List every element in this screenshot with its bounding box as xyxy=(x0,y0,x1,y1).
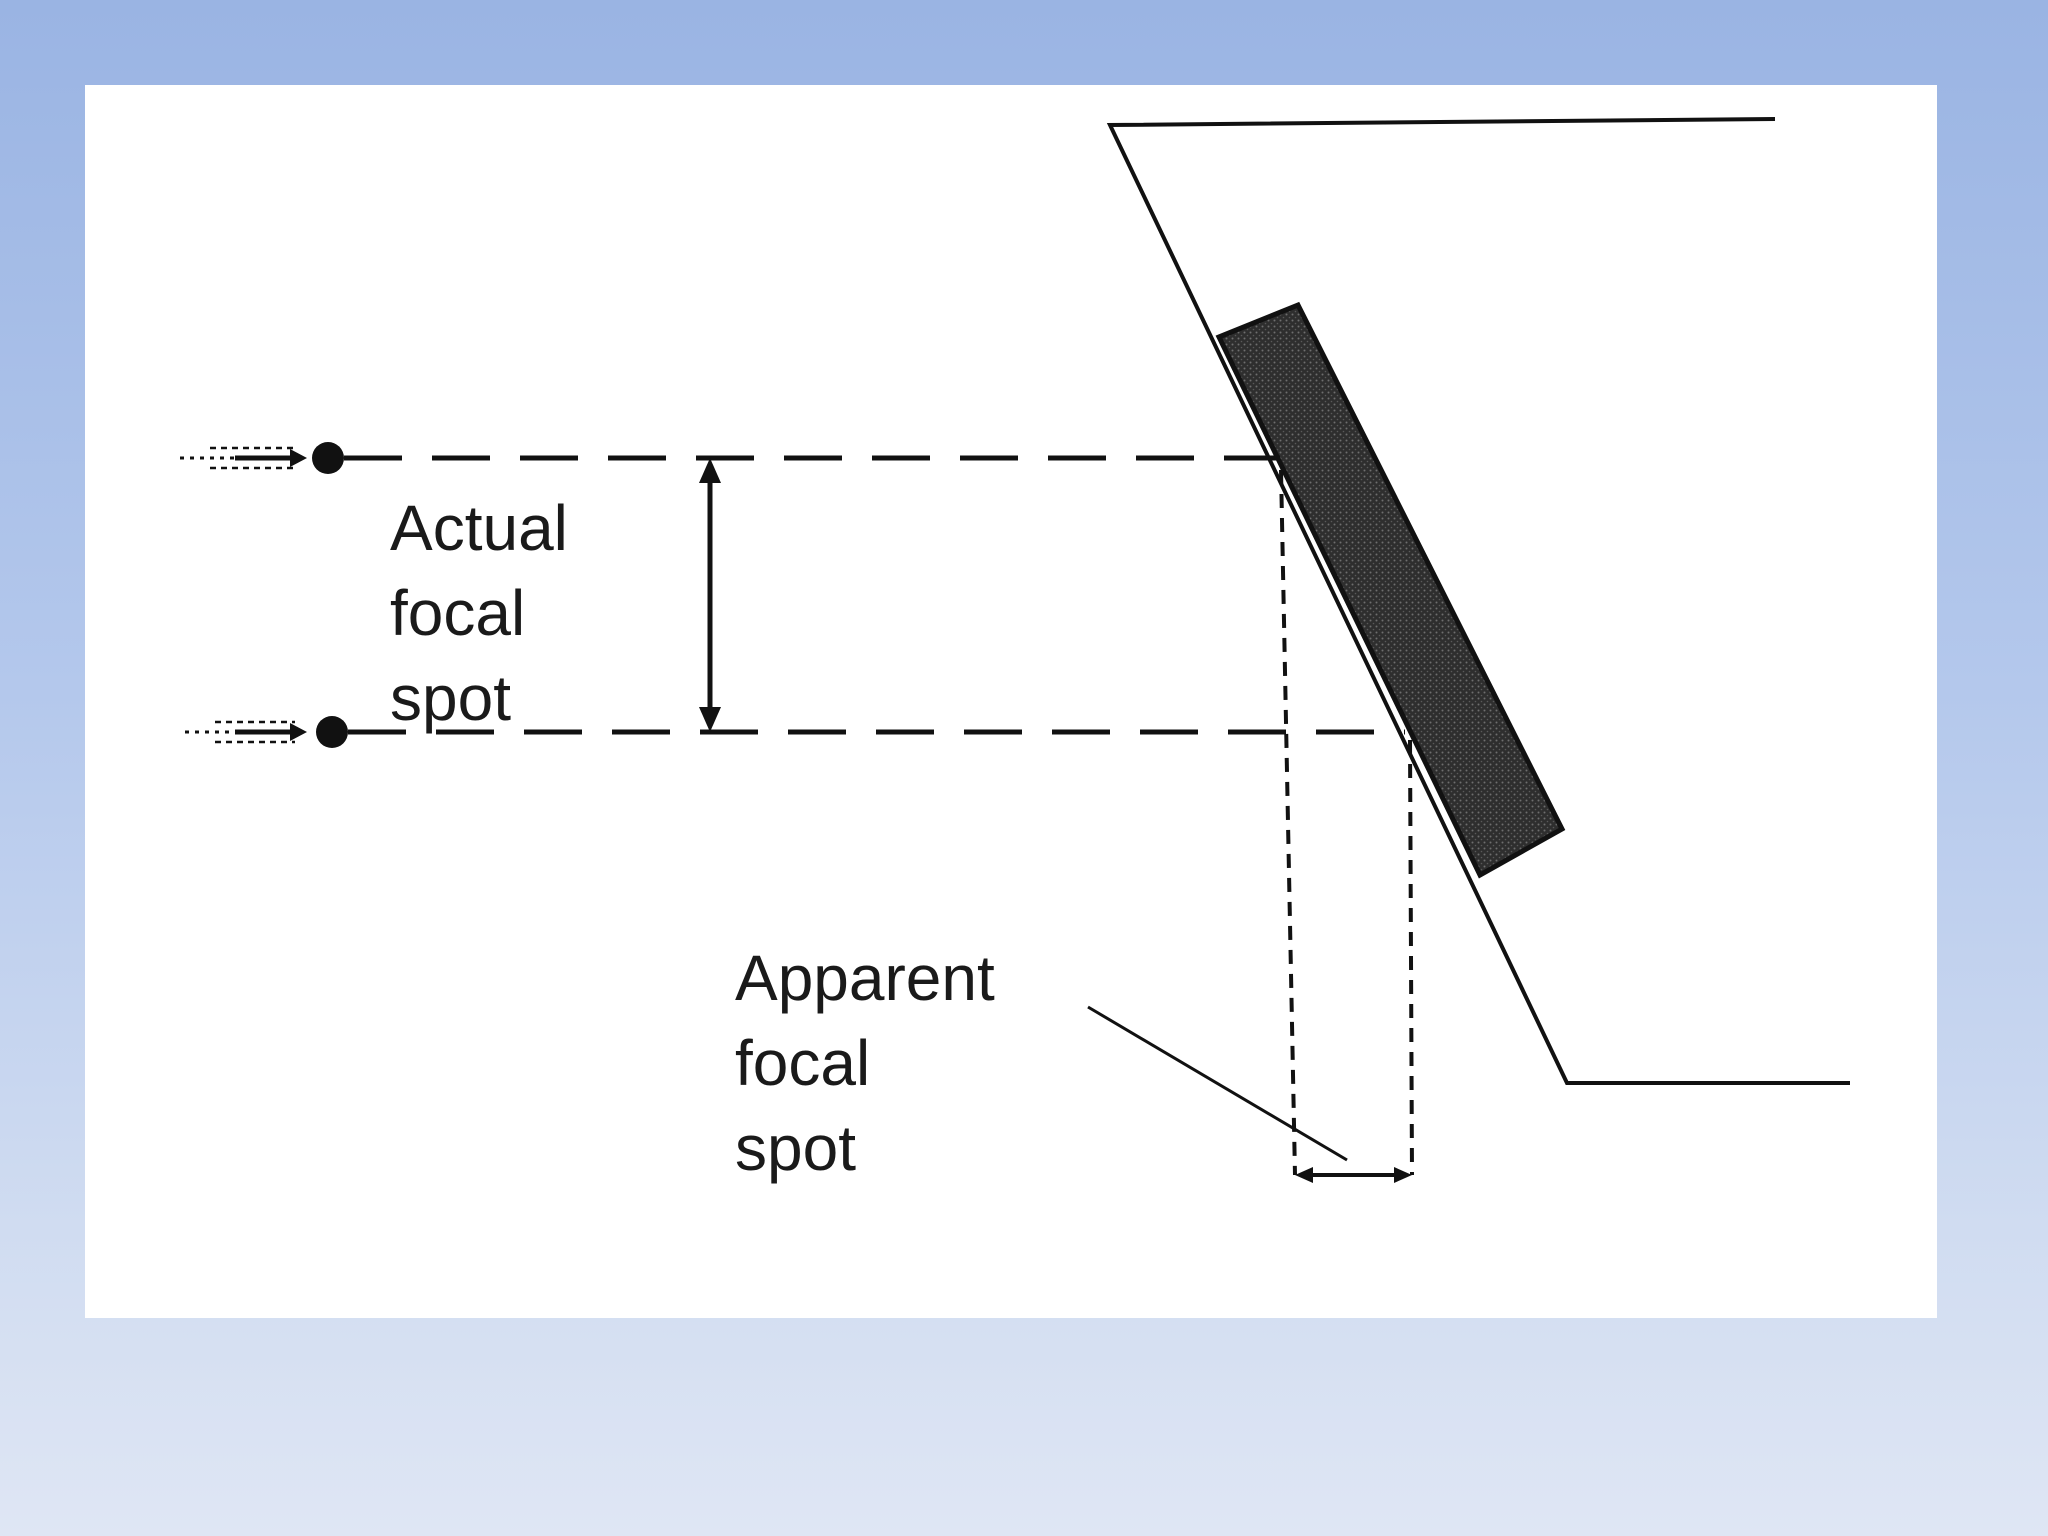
apparent-leader-line xyxy=(1087,1005,1348,1162)
actual-focal-spot-label: Actual focal spot xyxy=(390,492,586,734)
apparent-focal-spot-label: Apparent focal spot xyxy=(735,942,1013,1184)
lower-beam-source xyxy=(185,716,348,748)
anode-outline xyxy=(1106,117,1850,1085)
projection-line-right xyxy=(1408,739,1414,1176)
apparent-focal-spot-arrow xyxy=(1295,1167,1412,1183)
projection-line-left xyxy=(1279,469,1297,1176)
focal-spot-diagram: Actual focal spot Apparent focal spot xyxy=(180,117,1850,1184)
actual-focal-spot-arrow xyxy=(699,458,721,732)
anode-target xyxy=(1215,301,1566,879)
upper-beam-source xyxy=(180,442,344,474)
diagram-panel: Actual focal spot Apparent focal spot xyxy=(85,85,1937,1318)
